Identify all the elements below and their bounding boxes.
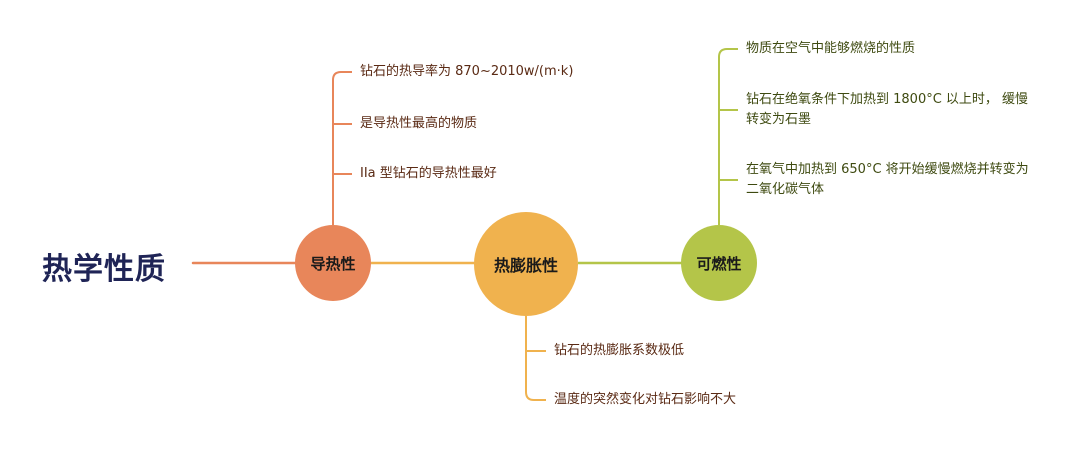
leaf-burn-3-line-2: 二氧化碳气体 bbox=[746, 182, 825, 197]
leaf-burn-3-line-1: 在氧气中加热到 650°C 将开始缓慢燃烧并转变为 bbox=[746, 162, 1029, 177]
leaf-burn-2-line-1: 钻石在绝氧条件下加热到 1800°C 以上时， 缓慢 bbox=[746, 92, 1029, 107]
node-combustibility[interactable]: 可燃性 bbox=[681, 225, 757, 301]
node-thermal-expansion[interactable]: 热膨胀性 bbox=[474, 212, 578, 316]
leaf-expand-2[interactable]: 温度的突然变化对钻石影响不大 bbox=[554, 392, 737, 407]
branch-expand-trunk bbox=[525, 316, 546, 401]
leaf-conduct-3[interactable]: IIa 型钻石的导热性最好 bbox=[360, 166, 497, 181]
leaf-burn-1[interactable]: 物质在空气中能够燃烧的性质 bbox=[746, 41, 916, 56]
leaf-expand-1[interactable]: 钻石的热膨胀系数极低 bbox=[554, 343, 685, 358]
leaf-conduct-2[interactable]: 是导热性最高的物质 bbox=[360, 116, 478, 131]
node-thermal-conductivity[interactable]: 导热性 bbox=[295, 225, 371, 301]
branch-burn-trunk bbox=[718, 48, 738, 225]
branch-conduct-trunk bbox=[332, 71, 352, 225]
leaf-burn-2-line-2: 转变为石墨 bbox=[746, 112, 812, 127]
root-topic[interactable]: 热学性质 bbox=[42, 252, 166, 287]
leaf-burn-2[interactable]: 钻石在绝氧条件下加热到 1800°C 以上时， 缓慢 转变为石墨 bbox=[746, 90, 1028, 130]
leaf-burn-3[interactable]: 在氧气中加热到 650°C 将开始缓慢燃烧并转变为 二氧化碳气体 bbox=[746, 160, 1029, 200]
leaf-conduct-1[interactable]: 钻石的热导率为 870~2010w/(m·k) bbox=[360, 64, 574, 79]
